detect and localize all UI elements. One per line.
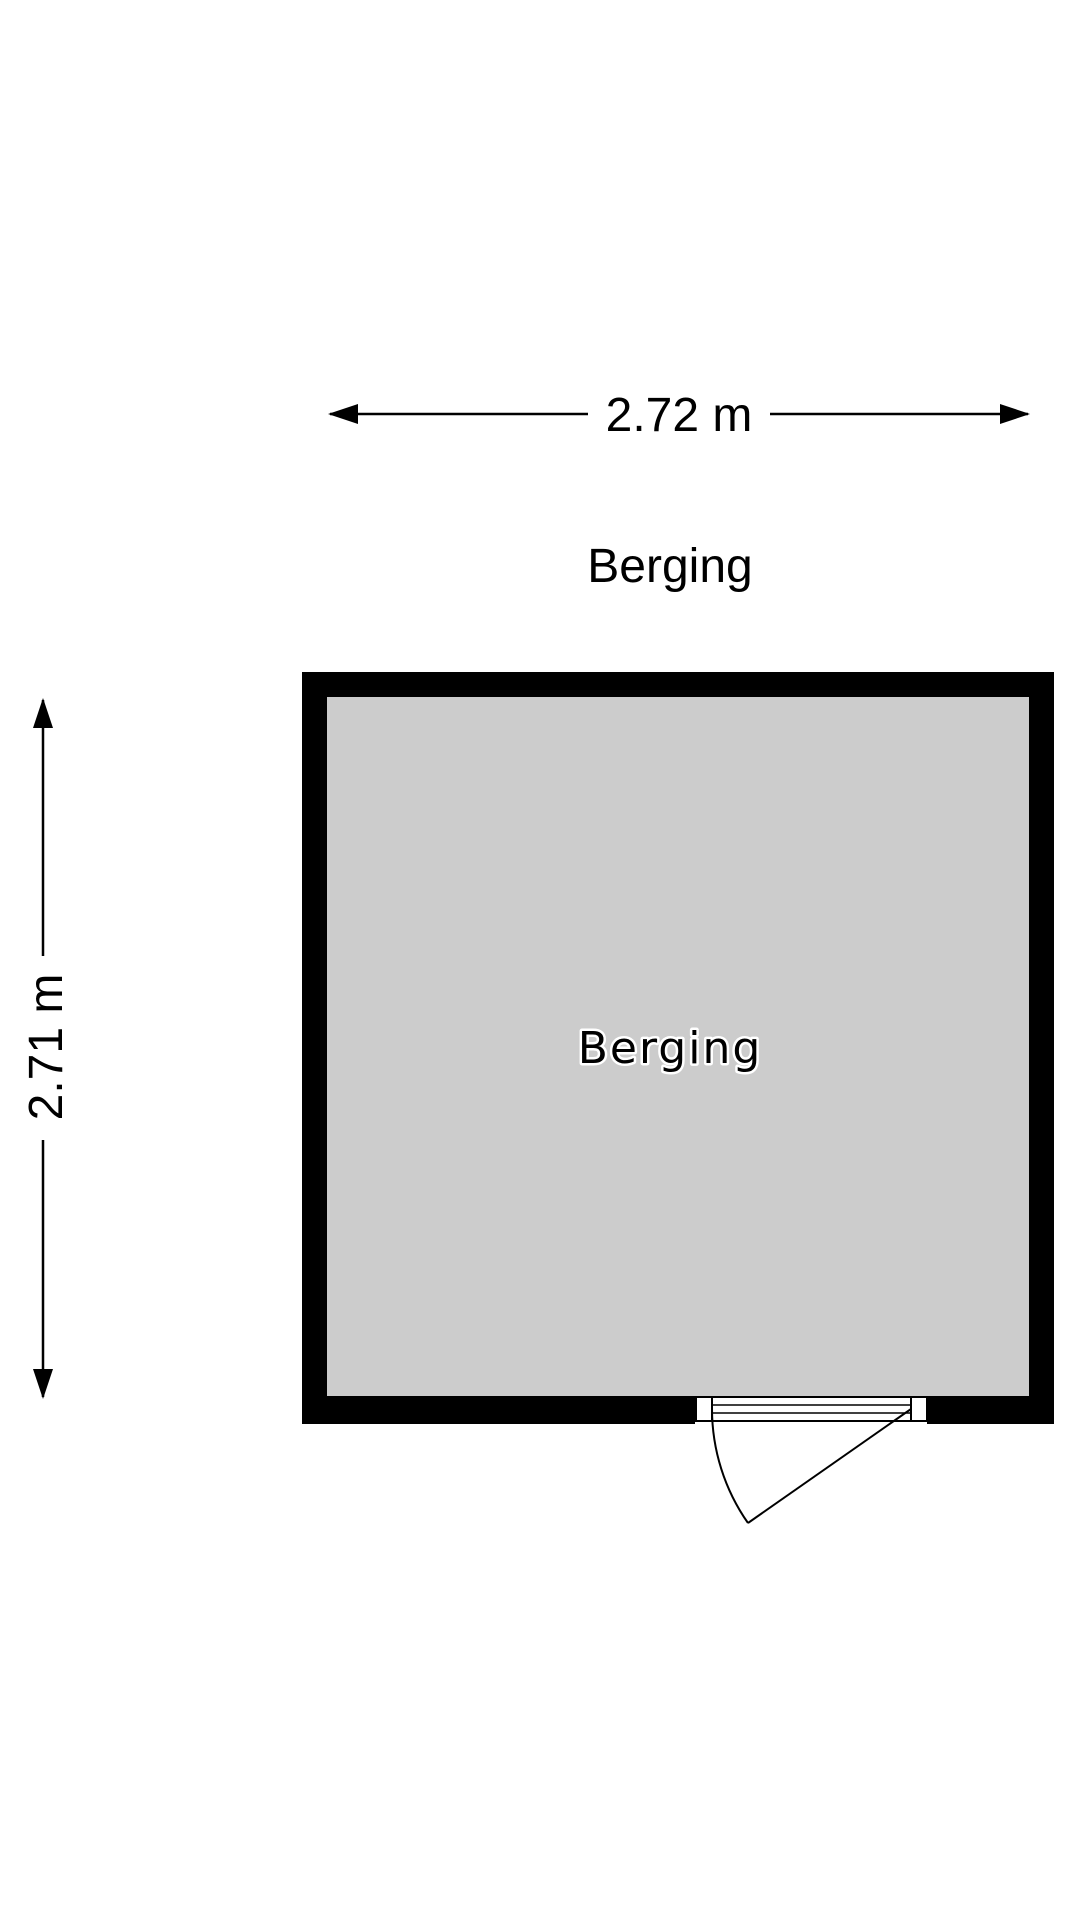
width-dimension-label: 2.72 m [606, 389, 753, 442]
room-floor [327, 697, 1029, 1396]
door-swing-arc [711, 1408, 749, 1524]
door-threshold [711, 1396, 912, 1422]
room-berging: Berging [302, 672, 1054, 1524]
height-dimension: 2.71 m [20, 698, 73, 1399]
wall-bottom-left [302, 1396, 695, 1424]
height-dimension-label: 2.71 m [20, 974, 73, 1121]
door-frame-right [910, 1396, 928, 1422]
width-dimension: 2.72 m [328, 389, 1030, 442]
room-label: Berging [578, 1023, 763, 1074]
wall-left [302, 672, 327, 1424]
door-leaf [747, 1408, 912, 1524]
door [695, 1396, 928, 1524]
plan-title: Berging [587, 540, 752, 593]
door-frame-left [695, 1396, 713, 1422]
wall-right [1029, 672, 1054, 1424]
wall-top [302, 672, 1054, 697]
wall-bottom-right [927, 1396, 1054, 1424]
